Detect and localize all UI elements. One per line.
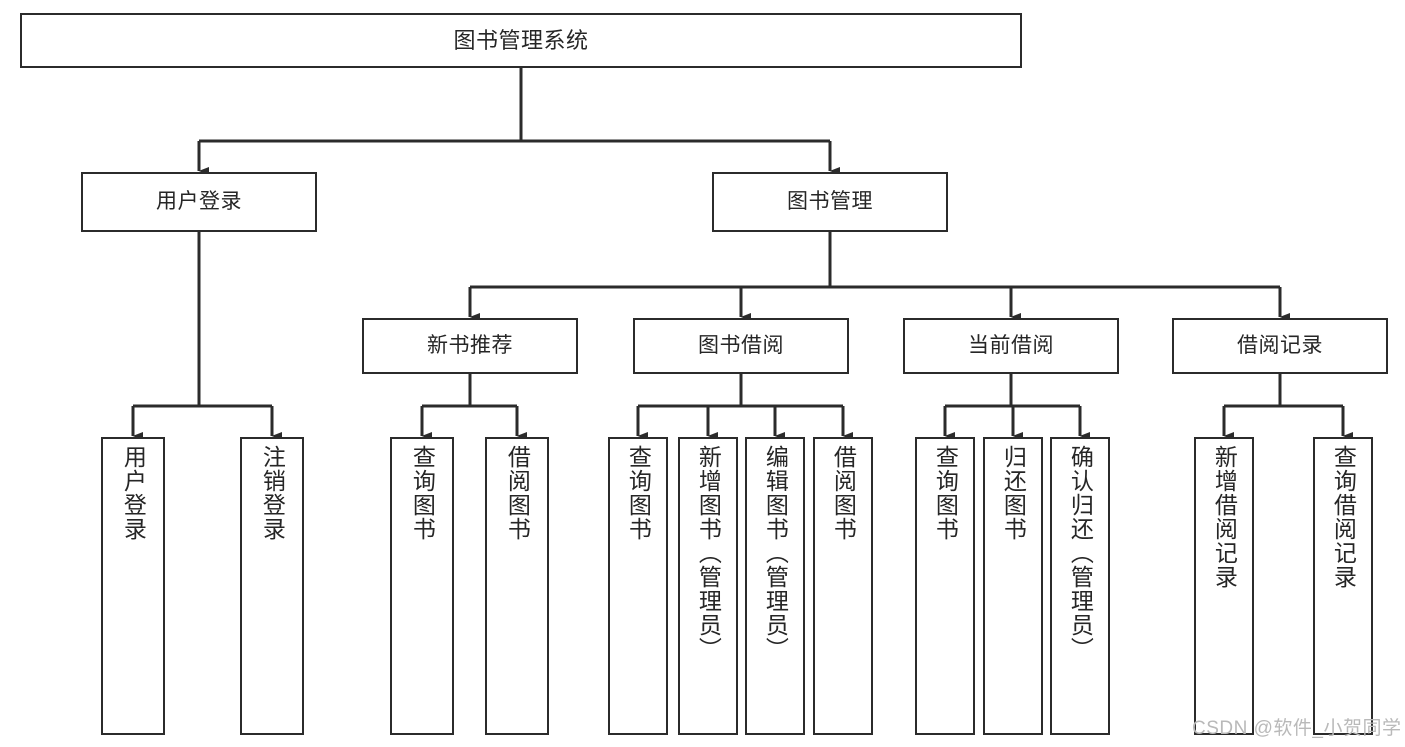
node-records[interactable]: 借阅记录	[1172, 318, 1388, 374]
node-newbook[interactable]: 新书推荐	[362, 318, 578, 374]
node-leaf-3[interactable]: 查询图书	[390, 437, 454, 735]
node-label: 新增图书（管理员）	[695, 445, 722, 661]
node-label: 新书推荐	[427, 333, 513, 357]
connector-bus	[1224, 374, 1343, 408]
node-label: 借阅图书	[504, 445, 531, 541]
node-label: 归还图书	[1000, 445, 1027, 541]
node-label: 确认归还（管理员）	[1067, 445, 1094, 661]
node-label: 借阅图书	[830, 445, 857, 541]
node-label: 查询借阅记录	[1330, 445, 1357, 589]
node-label: 图书管理系统	[453, 27, 589, 53]
node-leaf-6[interactable]: 新增图书（管理员）	[678, 437, 738, 735]
csdn-watermark: CSDN @软件_小贺同学	[1192, 718, 1402, 739]
node-label: 查询图书	[932, 445, 959, 541]
node-bookmgmt[interactable]: 图书管理	[712, 172, 948, 232]
node-label: 查询图书	[625, 445, 652, 541]
node-leaf-9[interactable]: 查询图书	[915, 437, 975, 735]
connector-bus	[422, 374, 517, 408]
node-label: 注销登录	[259, 445, 286, 541]
node-label: 编辑图书（管理员）	[762, 445, 789, 661]
node-label: 用户登录	[156, 189, 242, 213]
connector-bus	[470, 232, 1280, 289]
node-label: 新增借阅记录	[1211, 445, 1238, 589]
node-label: 用户登录	[120, 445, 147, 541]
node-leaf-4[interactable]: 借阅图书	[485, 437, 549, 735]
node-label: 借阅记录	[1237, 333, 1323, 357]
node-login[interactable]: 用户登录	[81, 172, 317, 232]
connector-bus	[133, 232, 272, 408]
node-label: 当前借阅	[968, 333, 1054, 357]
node-root[interactable]: 图书管理系统	[20, 13, 1022, 68]
connector-bus	[638, 374, 843, 408]
node-leaf-13[interactable]: 查询借阅记录	[1313, 437, 1373, 735]
node-label: 图书管理	[787, 189, 873, 213]
node-leaf-8[interactable]: 借阅图书	[813, 437, 873, 735]
connector-bus	[199, 68, 830, 143]
node-borrow[interactable]: 图书借阅	[633, 318, 849, 374]
node-label: 查询图书	[409, 445, 436, 541]
node-current[interactable]: 当前借阅	[903, 318, 1119, 374]
node-leaf-2[interactable]: 注销登录	[240, 437, 304, 735]
node-leaf-12[interactable]: 新增借阅记录	[1194, 437, 1254, 735]
node-leaf-5[interactable]: 查询图书	[608, 437, 668, 735]
node-leaf-11[interactable]: 确认归还（管理员）	[1050, 437, 1110, 735]
connector-bus	[945, 374, 1080, 408]
node-leaf-10[interactable]: 归还图书	[983, 437, 1043, 735]
node-leaf-1[interactable]: 用户登录	[101, 437, 165, 735]
node-leaf-7[interactable]: 编辑图书（管理员）	[745, 437, 805, 735]
node-label: 图书借阅	[698, 333, 784, 357]
